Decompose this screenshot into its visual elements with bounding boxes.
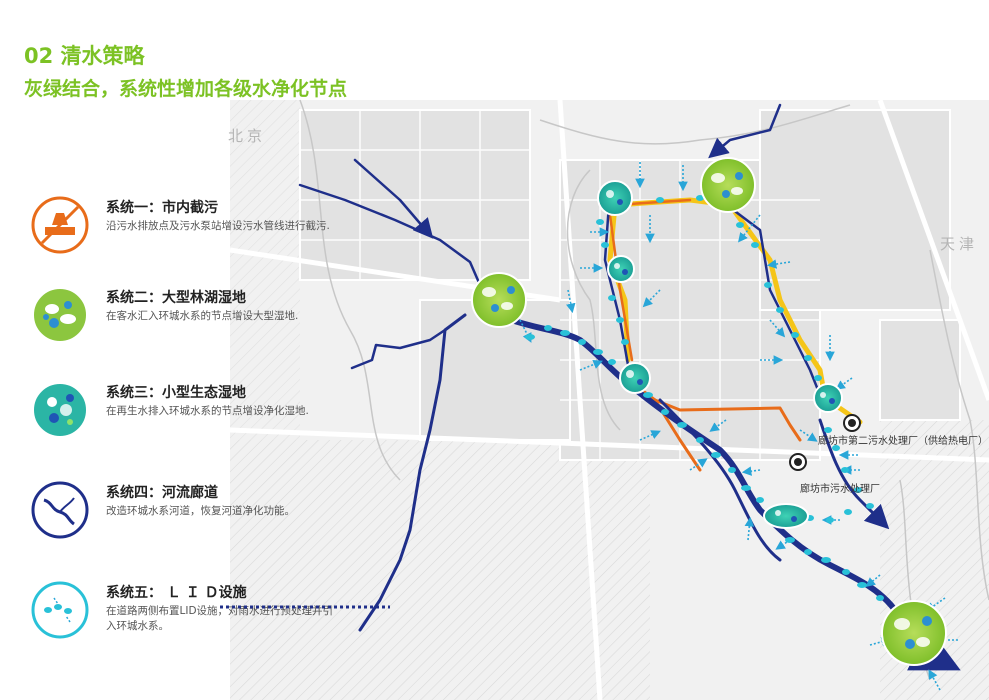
plant-label-second: 廊坊市第二污水处理厂（供给热电厂） [818, 436, 988, 447]
legend-name: 系统四：河流廊道 [106, 485, 218, 501]
legend-item-system-4: 系统四：河流廊道 改造环城水系河道，恢复河道净化功能。 [30, 480, 390, 550]
plant-label-main: 廊坊市污水处理厂 [800, 484, 880, 495]
region-label-beijing: 北京 [228, 127, 266, 145]
legend-item-system-1: 系统一：市内截污 沿污水排放点及污水泵站增设污水管线进行截污. [30, 195, 390, 265]
lid-dotted-line [220, 605, 390, 609]
small-wetland-nodes [597, 180, 843, 529]
large-wetland-icon [32, 287, 88, 343]
region-label-tianjin: 天津 [940, 235, 978, 253]
sewage-plant-markers [789, 414, 861, 471]
large-wetland-node [700, 157, 756, 213]
page-subtitle: 灰绿结合，系统性增加各级水净化节点 [24, 78, 348, 100]
small-wetland-node [813, 383, 843, 413]
river-corridor-icon [31, 481, 89, 539]
sewage-interception-icon [31, 196, 89, 254]
legend-item-system-3: 系统三：小型生态湿地 在再生水排入环城水系的节点增设净化湿地. [30, 380, 390, 450]
legend-name: 系统一：市内截污 [106, 200, 218, 216]
large-wetland-node [471, 272, 527, 328]
legend-desc: 在再生水排入环城水系的节点增设净化湿地. [106, 405, 309, 417]
legend-desc: 沿污水排放点及污水泵站增设污水管线进行截污. [106, 220, 330, 232]
legend-name: 系统五： Ｌ Ｉ Ｄ设施 [106, 585, 247, 601]
legend-item-system-5: 系统五： Ｌ Ｉ Ｄ设施 在道路两侧布置LID设施，对雨水进行预处理并引入环城水… [30, 580, 390, 650]
large-wetland-node [881, 600, 947, 666]
lid-facility-icon [31, 581, 89, 639]
legend-desc: 改造环城水系河道，恢复河道净化功能。 [106, 505, 295, 517]
legend-item-system-2: 系统二：大型林湖湿地 在客水汇入环城水系的节点增设大型湿地. [30, 285, 390, 355]
legend-name: 系统二：大型林湖湿地 [106, 290, 246, 306]
sewage-plant-marker [789, 453, 807, 471]
small-wetland-node [763, 503, 809, 529]
small-wetland-icon [32, 382, 88, 438]
legend-desc: 在客水汇入环城水系的节点增设大型湿地. [106, 310, 299, 322]
legend-name: 系统三：小型生态湿地 [106, 385, 246, 401]
sewage-plant-marker [843, 414, 861, 432]
lid-facilities [525, 195, 884, 601]
small-wetland-node [597, 180, 633, 216]
large-wetland-nodes [471, 157, 947, 666]
page-title: 02 清水策略 [24, 44, 145, 68]
small-wetland-node [619, 362, 651, 394]
small-wetland-node [607, 255, 635, 283]
